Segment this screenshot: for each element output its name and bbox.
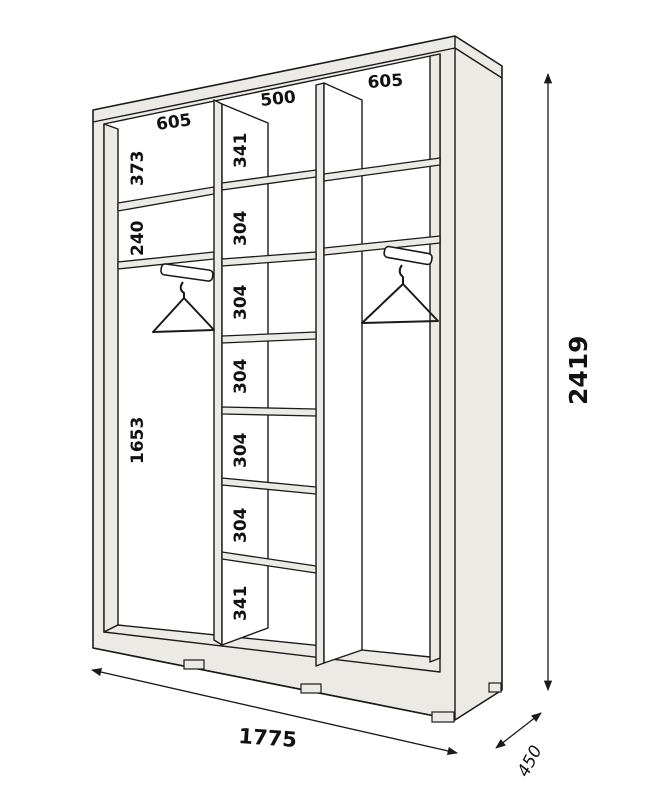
divider-right-face	[323, 82, 363, 664]
interior-opening	[103, 53, 441, 659]
depth-dimension-line	[495, 712, 542, 749]
divider-right	[315, 82, 325, 667]
label-overall-width: 1775	[238, 724, 298, 752]
dimension-lines	[90, 72, 553, 755]
right-side-panel	[429, 53, 441, 663]
label-middle-5: 304	[231, 507, 251, 543]
label-middle-4: 304	[231, 432, 251, 468]
divider-left	[213, 99, 223, 646]
label-left-hanging-height: 1653	[128, 417, 148, 464]
middle-dividers	[213, 82, 363, 667]
label-middle-2: 304	[231, 284, 251, 320]
label-top-right-width: 605	[367, 71, 404, 93]
label-overall-depth: 450	[514, 742, 547, 780]
label-middle-1: 304	[231, 210, 251, 246]
label-left-top-compartment: 373	[128, 151, 148, 187]
label-left-mid-compartment: 240	[128, 220, 148, 256]
divider-left-face	[221, 103, 269, 646]
left-hanger-icon	[152, 281, 215, 333]
label-middle-3: 304	[231, 358, 251, 394]
left-side-panel	[103, 123, 119, 633]
label-middle-0: 341	[231, 133, 251, 169]
label-overall-height: 2419	[564, 335, 593, 405]
right-hanger-assembly	[361, 245, 439, 324]
wardrobe-body	[92, 35, 503, 721]
right-rail	[383, 245, 433, 266]
width-dimension-line	[90, 668, 459, 755]
right-hanger-icon	[361, 264, 439, 324]
left-hanger-assembly	[152, 263, 215, 333]
label-top-middle-width: 500	[259, 87, 297, 111]
label-middle-6: 341	[231, 586, 251, 622]
middle-shelves	[221, 169, 317, 574]
left-rail	[160, 263, 214, 282]
middle-labels: 341 304 304 304 304 304 341	[231, 133, 251, 622]
label-top-left-width: 605	[155, 110, 193, 135]
right-shelves	[323, 157, 441, 256]
